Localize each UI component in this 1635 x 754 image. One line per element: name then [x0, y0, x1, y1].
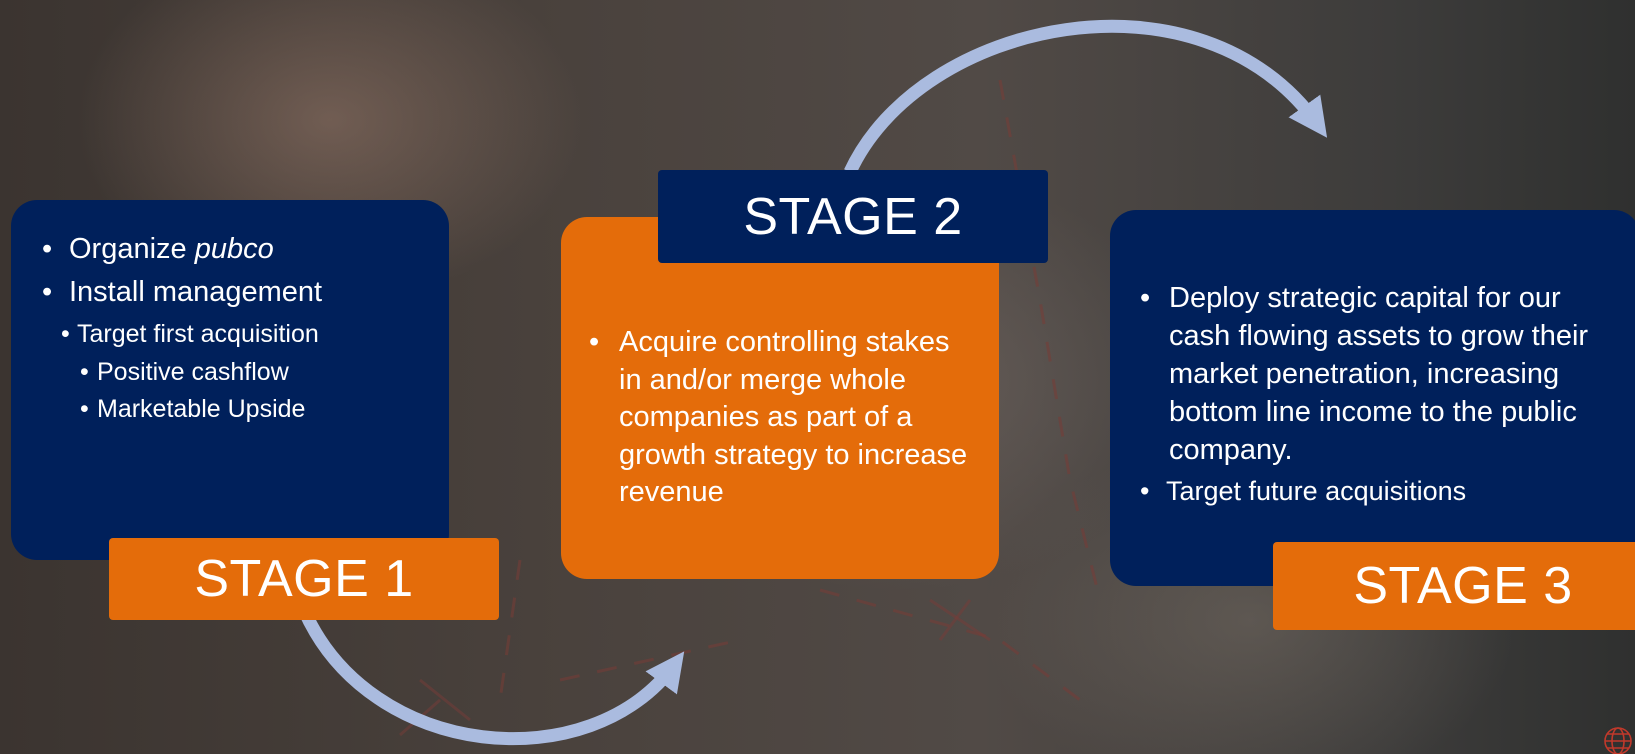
stage2-label: STAGE 2: [658, 170, 1048, 263]
stage3-label: STAGE 3: [1273, 542, 1635, 630]
stage1-label: STAGE 1: [109, 538, 499, 620]
stage1-bullet-cashflow: Positive cashflow: [42, 354, 322, 391]
stage1-bullet-list: Organize pubco Install management Target…: [42, 228, 322, 428]
arrow-stage2-to-stage3: [844, 19, 1328, 175]
stage2-bullet-list: Acquire controlling stakes in and/or mer…: [589, 324, 979, 512]
stage1-bullet-organize: Organize pubco: [42, 228, 322, 271]
stage2-bullet-acquire: Acquire controlling stakes in and/or mer…: [589, 324, 979, 512]
stage1-bullet-target-acquisition: Target first acquisition: [42, 314, 322, 354]
stage3-bullet-future: Target future acquisitions: [1140, 472, 1620, 510]
stage3-bullet-deploy: Deploy strategic capital for our cash fl…: [1140, 279, 1620, 469]
stage1-bullet-upside: Marketable Upside: [42, 391, 322, 428]
stage1-bullet-management: Install management: [42, 271, 322, 314]
stage3-bullet-list: Deploy strategic capital for our cash fl…: [1140, 279, 1620, 510]
globe-icon: [1604, 727, 1632, 754]
arrow-stage1-to-stage2: [298, 607, 685, 746]
